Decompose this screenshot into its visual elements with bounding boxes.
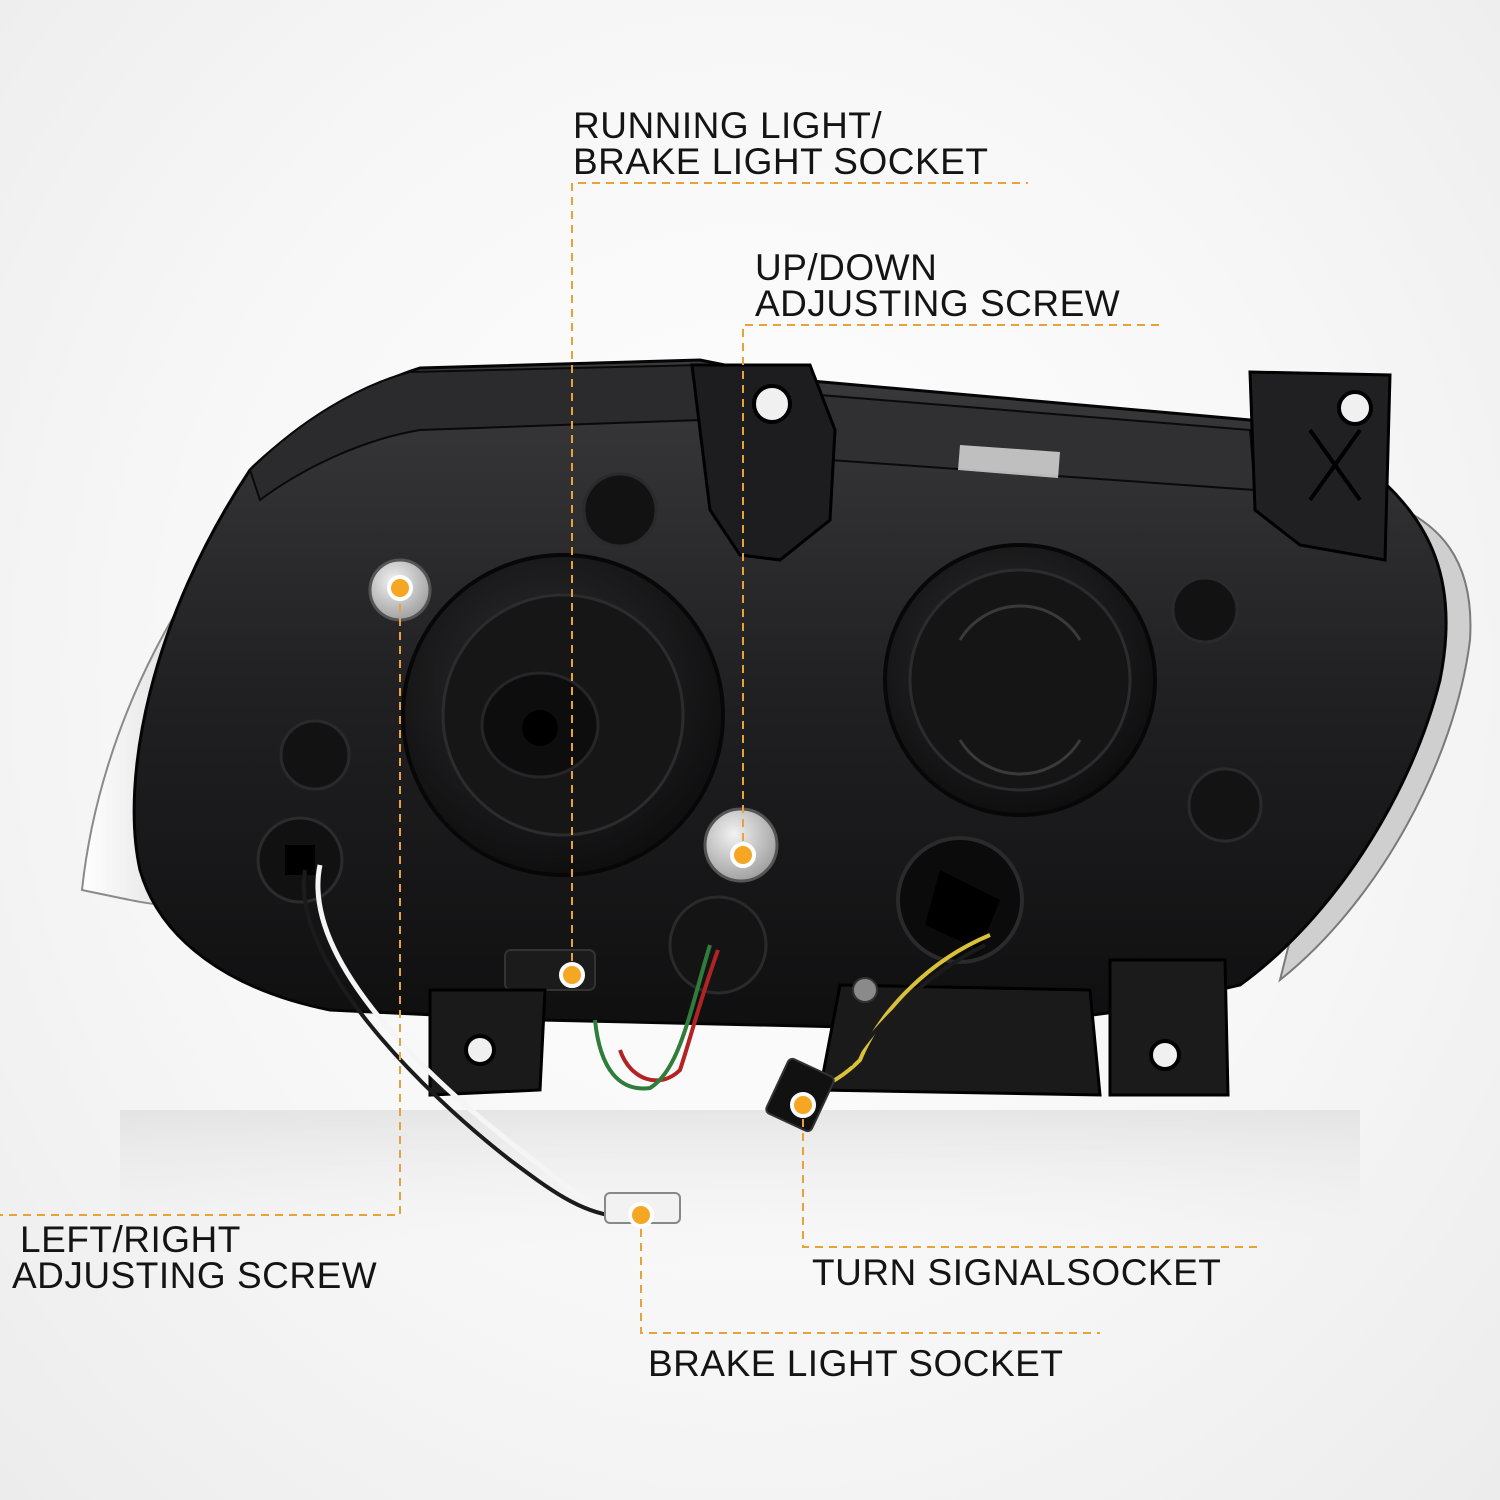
floor-reflection [120, 1110, 1360, 1270]
callout-up-down-adjusting-screw: UP/DOWN ADJUSTING SCREW [755, 247, 1121, 324]
marker-running-brake [559, 962, 585, 988]
callout-running-brake-light-socket: RUNNING LIGHT/ BRAKE LIGHT SOCKET [573, 105, 989, 182]
mounting-tab-top [690, 363, 837, 562]
callout-text-line: ADJUSTING SCREW [755, 283, 1121, 324]
wire-white [315, 864, 621, 1215]
callout-markers [387, 575, 816, 1228]
callout-text-line: RUNNING LIGHT/ [573, 105, 883, 146]
callout-brake-light-socket: BRAKE LIGHT SOCKET [648, 1343, 1064, 1384]
callout-text-line: UP/DOWN [755, 247, 938, 288]
callout-left-right-adjusting-screw: LEFT/RIGHT ADJUSTING SCREW [12, 1219, 378, 1296]
marker-brake [628, 1202, 654, 1228]
wire-green [593, 944, 712, 1091]
callout-text-line: LEFT/RIGHT [20, 1219, 241, 1260]
marker-left-right [387, 575, 413, 601]
wire-red [618, 949, 720, 1083]
callout-text-line: BRAKE LIGHT SOCKET [573, 141, 989, 182]
leader-turn-signal [802, 1105, 1262, 1248]
housing-top-rim [248, 363, 701, 502]
leader-brake [640, 1215, 1100, 1334]
housing [132, 358, 1448, 1032]
wire-black [301, 869, 616, 1218]
leader-lines [0, 182, 1262, 1334]
marker-up-down [730, 842, 756, 868]
marker-turn-signal [790, 1092, 816, 1118]
callout-text-line: TURN SIGNALSOCKET [812, 1252, 1222, 1293]
wire-black-2 [848, 943, 986, 1067]
leader-running-brake [571, 182, 1028, 975]
callout-text-line: ADJUSTING SCREW [12, 1255, 378, 1296]
callout-text-line: BRAKE LIGHT SOCKET [648, 1343, 1064, 1384]
mounting-tab-bottom-right [1108, 958, 1230, 1097]
brake-socket-boot [668, 895, 768, 995]
callout-turn-signal-socket: TURN SIGNALSOCKET [812, 1252, 1222, 1293]
label-sticker [958, 445, 1060, 478]
